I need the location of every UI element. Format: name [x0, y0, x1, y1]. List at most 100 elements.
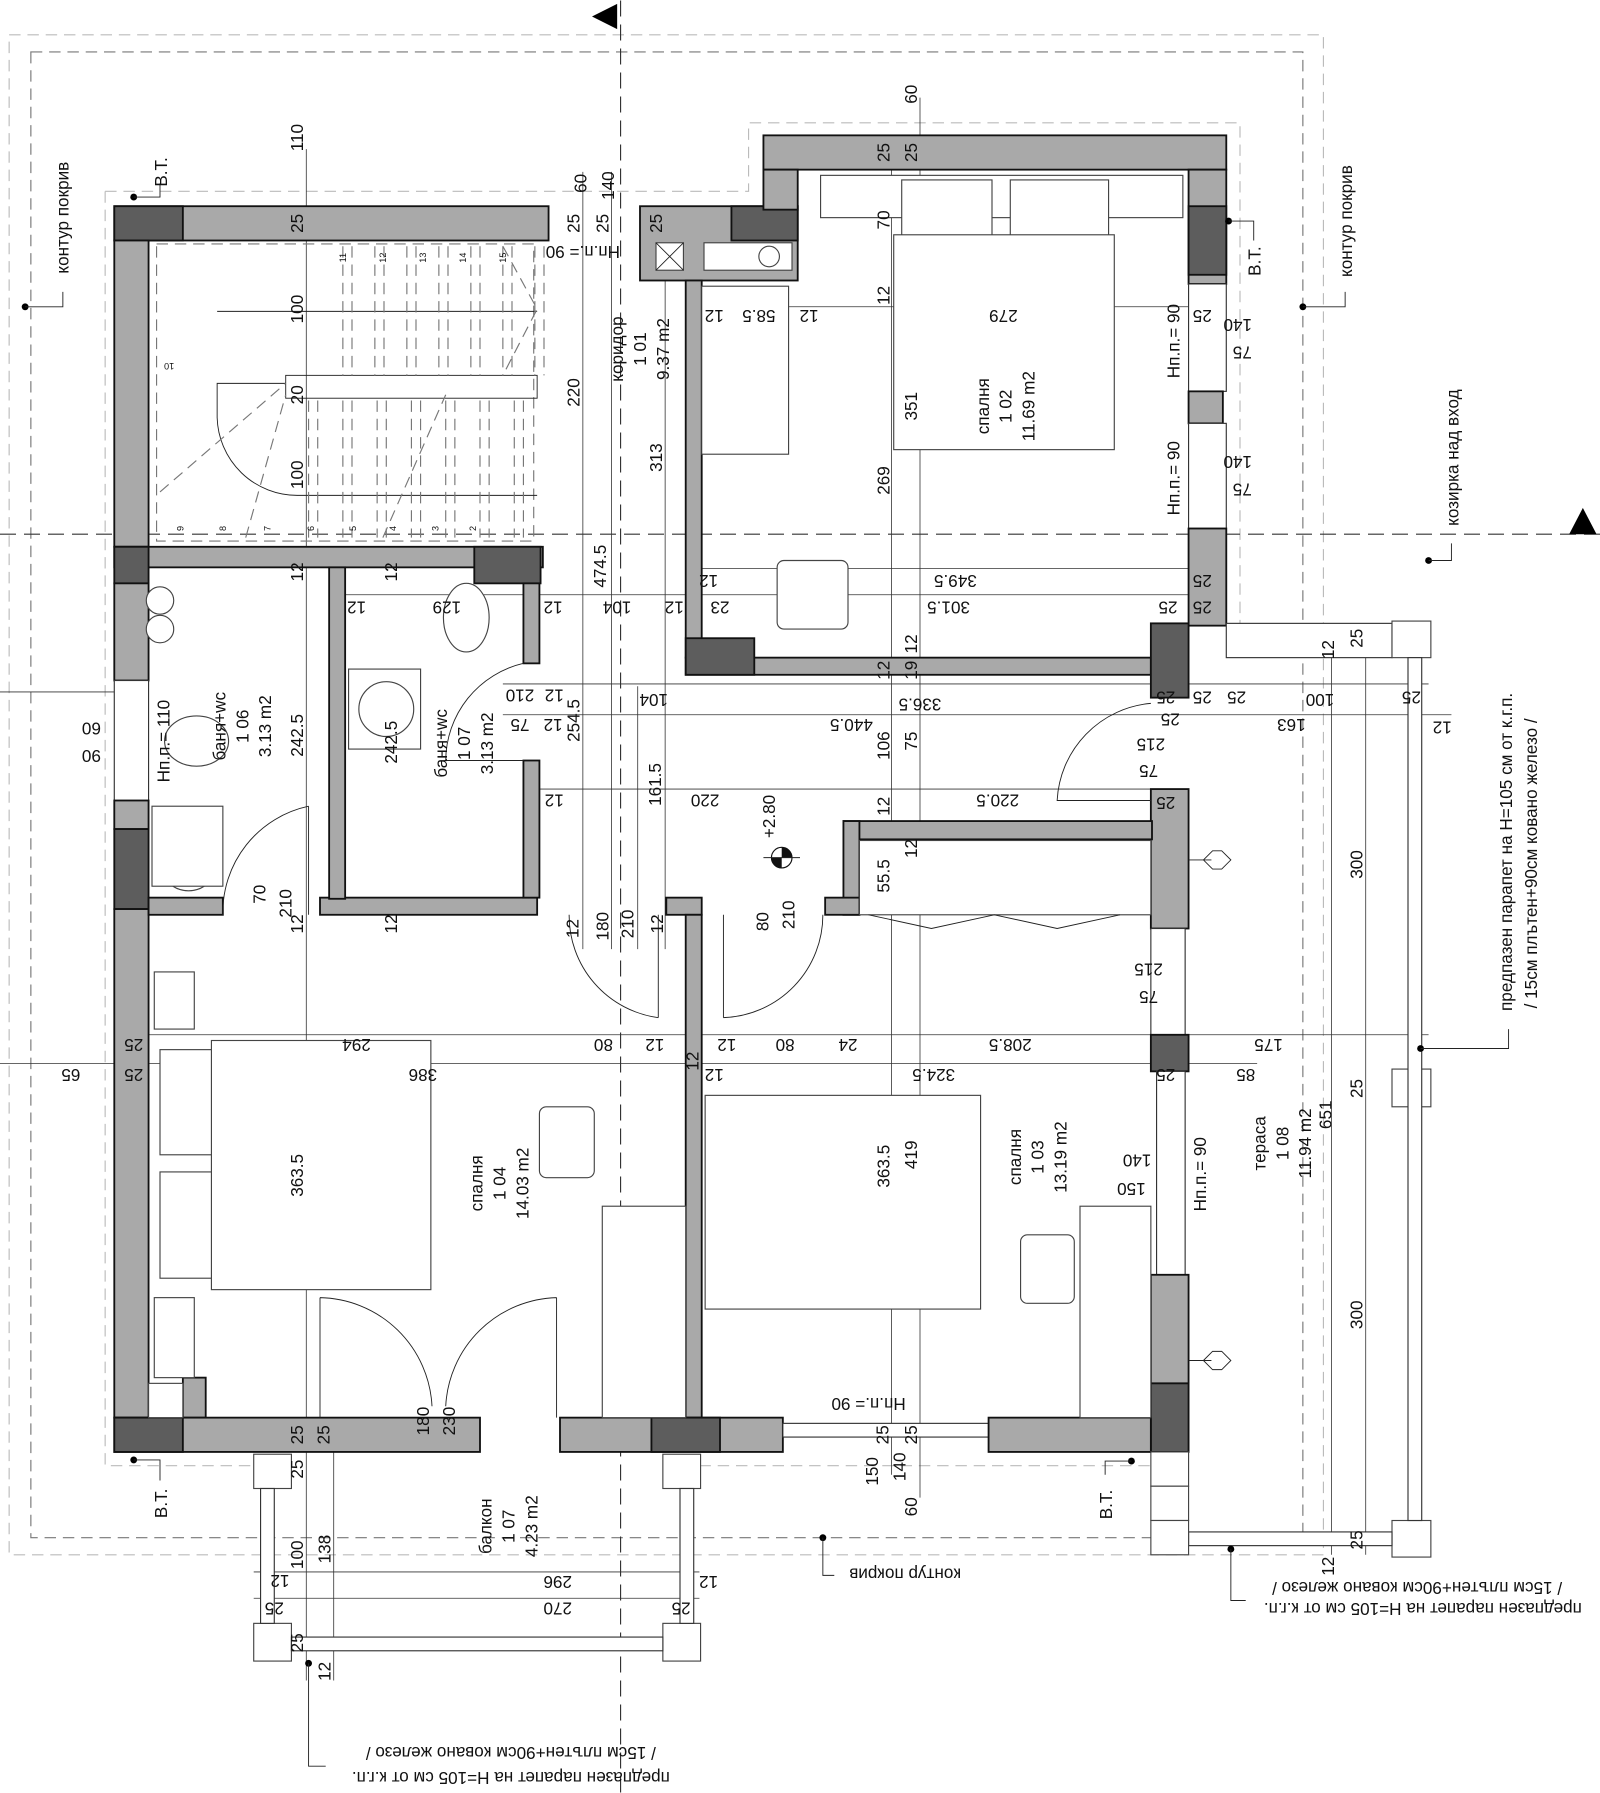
dimension-label: 110: [287, 124, 307, 151]
dimension-label: 12: [347, 597, 366, 617]
dimension-label: 12: [645, 1035, 664, 1055]
dimension-label: 25: [901, 1425, 921, 1444]
roof-contour-inner: [30, 51, 1304, 1539]
dimension-label: 12: [873, 797, 893, 816]
room-name: спалня: [467, 1155, 487, 1211]
dimension-label: 270: [543, 1599, 572, 1619]
stair-step-number: 8: [218, 526, 228, 531]
dimension-label: 25: [1402, 688, 1421, 708]
downpipe-label: В.Т.: [1096, 1490, 1116, 1520]
dimension-label: 220.5: [976, 791, 1019, 811]
room-area: 9.37 m2: [653, 318, 673, 380]
dimension-label: 25: [265, 1599, 284, 1619]
dimension-label: 12: [717, 1035, 736, 1055]
dimension-label: 55.5: [873, 859, 893, 892]
dimension-label: 12: [705, 1065, 724, 1085]
dimension-label: 12: [873, 661, 893, 680]
dimension-label: 25: [873, 143, 893, 162]
room-number: 1 07: [499, 1510, 519, 1543]
dimension-label: 140: [1223, 315, 1252, 335]
room-area: 11.69 m2: [1019, 371, 1039, 441]
dimension-label: 349.5: [934, 571, 977, 591]
dimension-label: 163: [1277, 715, 1306, 735]
parapet-label: предпазен парапет на H=105 см от к.г.п.: [1496, 693, 1516, 1011]
dimension-label: 175: [1254, 1035, 1283, 1055]
room-area: 3.13 m2: [255, 695, 275, 757]
dimension-label: 12: [873, 286, 893, 305]
dimension-label: 80: [776, 1035, 795, 1055]
dimension-label: 25: [287, 1460, 307, 1479]
dimension-label: 215: [1134, 960, 1163, 980]
dimension-label: 12: [381, 562, 401, 581]
dimension-label: 25: [287, 214, 307, 233]
dimension-label: 60: [901, 85, 921, 104]
walls: [113, 134, 1228, 1453]
dimension-label: 75: [901, 732, 921, 751]
room-number: 1 02: [996, 390, 1016, 423]
dimension-label: 140: [598, 171, 618, 200]
stair-step-number: 11: [338, 253, 348, 262]
level-marker-icon: [763, 846, 800, 869]
room-name: баня+wc: [209, 691, 229, 760]
stair-step-number: 6: [306, 526, 316, 531]
dimension-label: 20: [287, 385, 307, 404]
section-marker-top-icon: [592, 3, 618, 30]
dimension-label: 210: [276, 889, 296, 918]
doors: [222, 662, 1151, 1418]
dimension-label: 25: [313, 1425, 333, 1444]
callouts: контур покрив В.Т. В.Т. контур покрив ко…: [53, 157, 1582, 1788]
stair-step-number: 15: [498, 253, 508, 263]
dimension-label: 60: [901, 1497, 921, 1516]
dimension-label: 12: [1318, 640, 1338, 659]
room-name: баня+wc: [431, 709, 451, 778]
stair-step-number: 2: [468, 526, 478, 531]
downpipe-label: В.Т.: [1245, 246, 1265, 276]
dimension-label: 25: [901, 143, 921, 162]
dimension-label: 75: [510, 715, 529, 735]
dimension-label: 300: [1347, 850, 1367, 879]
room-number: 1 04: [489, 1166, 509, 1200]
stair-step-number: 12: [378, 253, 388, 263]
dimension-label: 12: [381, 914, 401, 933]
wall-lamp-icon: [1188, 850, 1232, 1371]
stair-step-number: 4: [388, 526, 398, 531]
room-name: тераса: [1249, 1116, 1269, 1171]
dimension-label: 25: [124, 1035, 143, 1055]
dimension-label: 210: [506, 685, 535, 705]
parapet-label: предпазен парапет на H=105 см от к.г.п.: [352, 1768, 670, 1788]
dimension-label: 80: [752, 912, 772, 931]
sill-height-label: Нп.п.= 90: [831, 1394, 905, 1414]
dimension-label: 25: [1347, 629, 1367, 648]
dimension-label: 25: [646, 214, 666, 233]
dimension-label: 138: [315, 1535, 335, 1564]
dimension-label: 210: [779, 900, 799, 929]
parapet-label: / 15см плътен+90см ковано железо /: [366, 1743, 656, 1763]
dimension-label: 12: [545, 685, 564, 705]
dimension-label: 25: [1161, 709, 1180, 729]
dimension-label: 100: [1306, 690, 1335, 710]
sill-height-label: Нп.п.= 90: [546, 242, 620, 262]
dimension-label: 25: [1158, 597, 1177, 617]
dimension-label: 279: [989, 306, 1018, 326]
roof-contour-outer: [8, 34, 1324, 1556]
dimension-label: 12: [544, 715, 563, 735]
dimension-label: 12: [1433, 717, 1452, 737]
room-name: спалня: [973, 378, 993, 434]
room-number: 1 07: [454, 727, 474, 760]
dimension-label: 12: [665, 597, 684, 617]
dimension-label: 25: [1156, 1065, 1175, 1085]
room-area: 14.03 m2: [512, 1148, 532, 1219]
dimension-label: 25: [1227, 688, 1246, 708]
parapet-label: / 15см плътен+90см ковано железо /: [1521, 718, 1541, 1008]
roof-contour-label: контур покрив: [53, 162, 73, 274]
dimension-label: 12: [315, 1662, 335, 1681]
dimension-label: 161.5: [645, 763, 665, 806]
stair-step-number: 14: [458, 253, 468, 263]
